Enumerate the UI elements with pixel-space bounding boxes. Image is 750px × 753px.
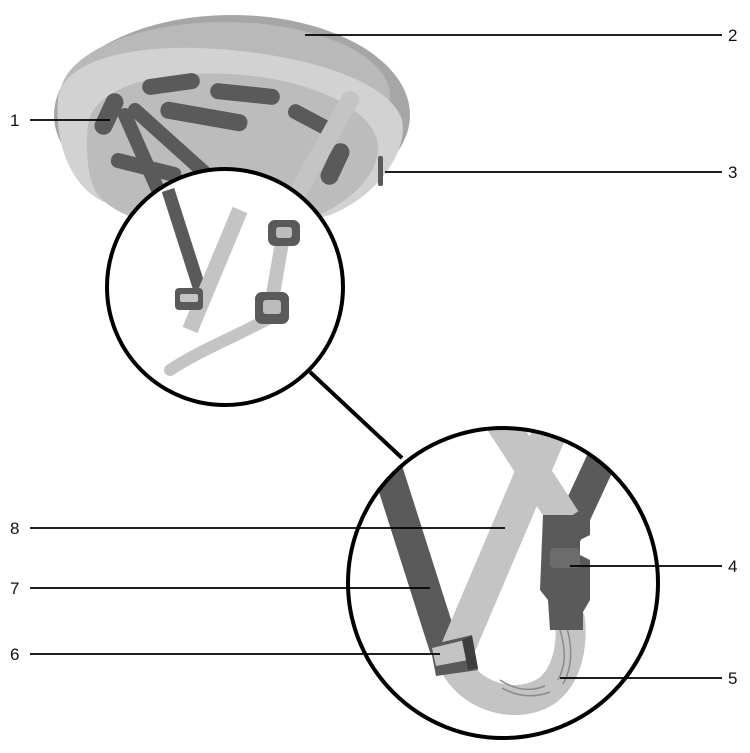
- vent-pad: [160, 101, 248, 132]
- callout-7: 7: [10, 579, 19, 598]
- detail-circle-small: [105, 167, 345, 407]
- vent-pad: [94, 93, 124, 135]
- strap-slider: [430, 635, 478, 676]
- callout-3: 3: [728, 163, 737, 182]
- vent-pad: [287, 104, 333, 135]
- vent-pad: [142, 73, 200, 95]
- callout-1: 1: [10, 111, 19, 130]
- vent-pad: [378, 156, 383, 186]
- buckle-big: [540, 515, 590, 630]
- callout-5: 5: [728, 669, 737, 688]
- zoom-connector: [308, 370, 404, 460]
- detail-circle-large: [346, 426, 660, 740]
- callout-8: 8: [10, 519, 19, 538]
- callout-4: 4: [728, 557, 737, 576]
- light-strap-main: [439, 428, 571, 662]
- strap-end: [499, 627, 572, 697]
- vent-pad: [210, 83, 280, 105]
- vent-pad: [320, 143, 350, 185]
- callout-numbers: 1 2 3 4 5 6 7 8: [10, 26, 737, 688]
- helmet-vents: [94, 73, 383, 186]
- callout-lines: [30, 34, 722, 679]
- callout-2: 2: [728, 26, 737, 45]
- callout-6: 6: [10, 645, 19, 664]
